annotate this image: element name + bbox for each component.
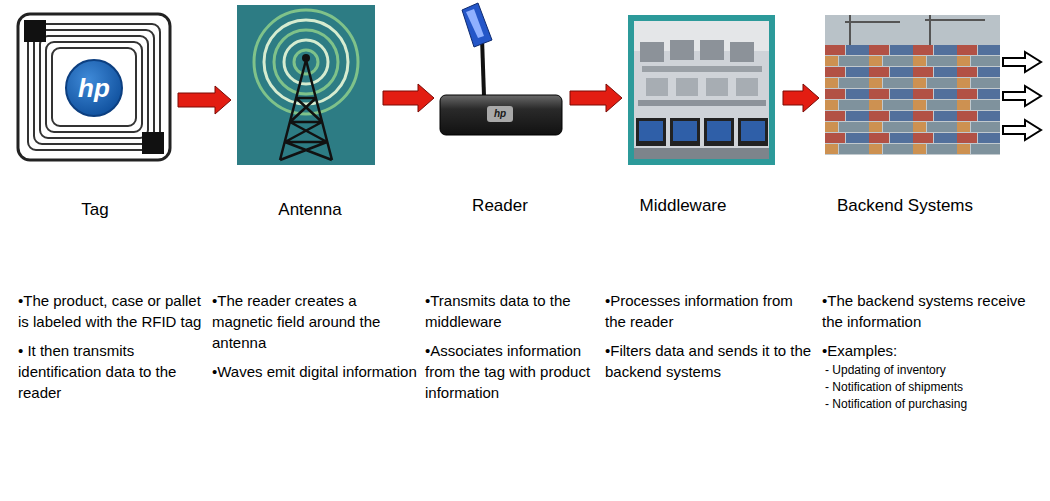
bullet-text: •The backend systems receive the informa… [822, 290, 1044, 332]
illustration-part [1003, 86, 1041, 106]
illustration-part [670, 40, 694, 60]
stage-name: Tag [81, 200, 108, 220]
example-item: - Updating of inventory [822, 362, 1044, 378]
bullet-column: •Processes information from the reader •F… [605, 290, 815, 382]
bullet-text: •Transmits data to the middleware [425, 290, 603, 332]
bullet-text: •The product, case or pallet is labeled … [18, 290, 206, 332]
middleware-illustration [628, 15, 775, 165]
illustration-part [63, 57, 125, 119]
illustration-part [18, 14, 170, 160]
illustration-part [845, 15, 985, 45]
illustration-part [280, 60, 332, 160]
illustration-part [676, 78, 698, 96]
illustration-part [639, 121, 663, 141]
image-box: Antenna•The reader creates a magnetic fi… [237, 5, 375, 165]
illustration-part [741, 121, 765, 141]
illustration-part [46, 42, 142, 132]
bullet-text: •Associates information from the tag wit… [425, 340, 603, 403]
bullet-column: •The product, case or pallet is labeled … [18, 290, 206, 403]
illustration-part [673, 121, 697, 141]
illustration-part [24, 20, 46, 42]
illustration-part [142, 132, 164, 154]
illustration-part [466, 9, 484, 38]
illustration-part [634, 21, 769, 159]
illustration-part [237, 5, 375, 165]
outgoing-arrows [1003, 52, 1041, 140]
logo-text: hp [78, 75, 110, 101]
illustration-part [634, 148, 769, 159]
bullet-column: •The reader creates a magnetic field aro… [212, 290, 417, 382]
stage-name: Reader [472, 196, 528, 216]
illustration-part [638, 100, 766, 106]
illustration-part [642, 66, 762, 72]
flow-arrow [783, 84, 819, 112]
backend-illustration [825, 15, 1000, 155]
bullet-column: •Transmits data to the middleware •Associ… [425, 290, 603, 403]
illustration-part [700, 40, 724, 60]
example-item: - Notification of shipments [822, 379, 1044, 395]
stage-name: Antenna [278, 200, 341, 220]
illustration-part [825, 15, 1000, 155]
illustration-part [738, 118, 768, 146]
flow-arrow [383, 84, 434, 112]
antenna-illustration [237, 5, 375, 165]
stage-name: Middleware [640, 196, 727, 216]
logo-text: hp [494, 109, 506, 119]
illustration-part [736, 78, 758, 96]
image-box: Middleware•Processes information from th… [628, 15, 775, 165]
bullet-text: • It then transmits identification data … [18, 340, 206, 403]
illustration-part [1003, 52, 1041, 72]
illustration-part [628, 15, 775, 165]
illustration-part [487, 106, 513, 122]
illustration-part [482, 38, 484, 96]
illustration-part [40, 36, 148, 138]
illustration-part [1003, 120, 1041, 140]
flow-arrow [178, 86, 231, 114]
bullet-column: •The backend systems receive the informa… [822, 290, 1044, 412]
illustration-part [636, 118, 666, 146]
illustration-part [66, 60, 122, 116]
bullet-text: •Processes information from the reader [605, 290, 815, 332]
bullet-text: •Examples: [822, 340, 1044, 361]
illustration-part [28, 24, 160, 150]
illustration-part [462, 3, 492, 47]
illustration-part [52, 48, 136, 126]
illustration-part [34, 30, 154, 144]
illustration-part [440, 95, 562, 135]
reader-illustration [440, 3, 562, 135]
illustration-part [707, 121, 731, 141]
illustration-part [825, 45, 1000, 155]
example-item: - Notification of purchasing [822, 396, 1044, 412]
flow-arrow [570, 84, 622, 112]
bullet-text: •The reader creates a magnetic field aro… [212, 290, 417, 353]
illustration-part [730, 42, 754, 62]
illustration-part [646, 78, 668, 96]
bullet-text: •Filters data and sends it to the backen… [605, 340, 815, 382]
illustration-part [704, 118, 734, 146]
stage-name: Backend Systems [837, 196, 973, 216]
bullet-text: •Waves emit digital information [212, 361, 417, 382]
illustration-part [706, 78, 728, 96]
image-box: Backend Systems•The backend systems rece… [825, 15, 1000, 155]
illustration-part [825, 45, 1000, 155]
tag-illustration [18, 14, 170, 160]
illustration-part [670, 118, 700, 146]
illustration-part [640, 42, 664, 62]
